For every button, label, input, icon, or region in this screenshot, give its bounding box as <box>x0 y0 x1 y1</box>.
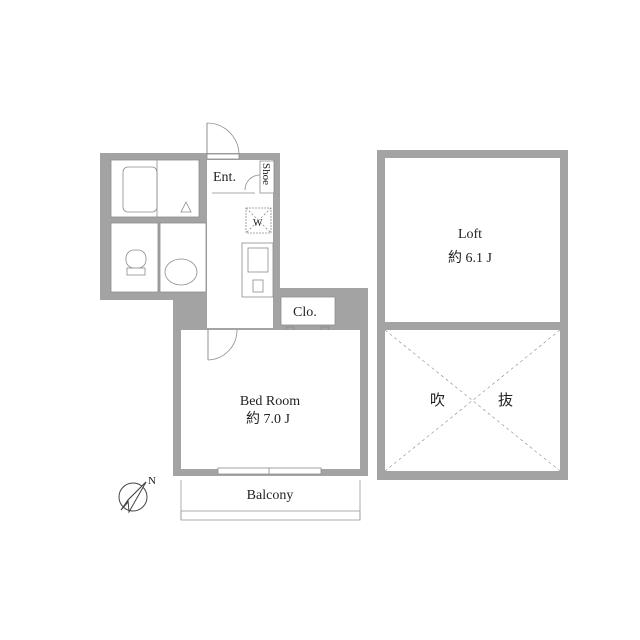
label-balcony: Balcony <box>247 488 294 503</box>
loft <box>385 158 560 322</box>
bathtub <box>122 166 158 213</box>
label-closet: Clo. <box>293 305 317 320</box>
label-shoe: Shoe <box>260 163 272 185</box>
label-bedroom-size: 約 7.0 J <box>246 411 290 427</box>
bedroom <box>181 330 360 469</box>
label-void-2: 抜 <box>498 392 513 409</box>
void <box>385 330 560 471</box>
label-entrance: Ent. <box>213 170 236 185</box>
balcony-window <box>217 467 322 475</box>
stove-icon <box>252 279 264 293</box>
balcony <box>180 480 361 521</box>
label-void-1: 吹 <box>430 392 445 409</box>
compass-label: N <box>148 475 156 487</box>
label-loft: Loft <box>458 227 482 242</box>
sink-icon <box>164 258 198 286</box>
toilet-icon <box>125 249 147 269</box>
north-arrow-icon: N <box>118 475 156 514</box>
label-loft-size: 約 6.1 J <box>448 250 492 266</box>
closet <box>280 296 336 326</box>
shoe-cabinet <box>259 160 275 194</box>
entrance <box>207 160 260 191</box>
label-bedroom: Bed Room <box>240 394 300 409</box>
label-washer: W <box>253 218 263 229</box>
